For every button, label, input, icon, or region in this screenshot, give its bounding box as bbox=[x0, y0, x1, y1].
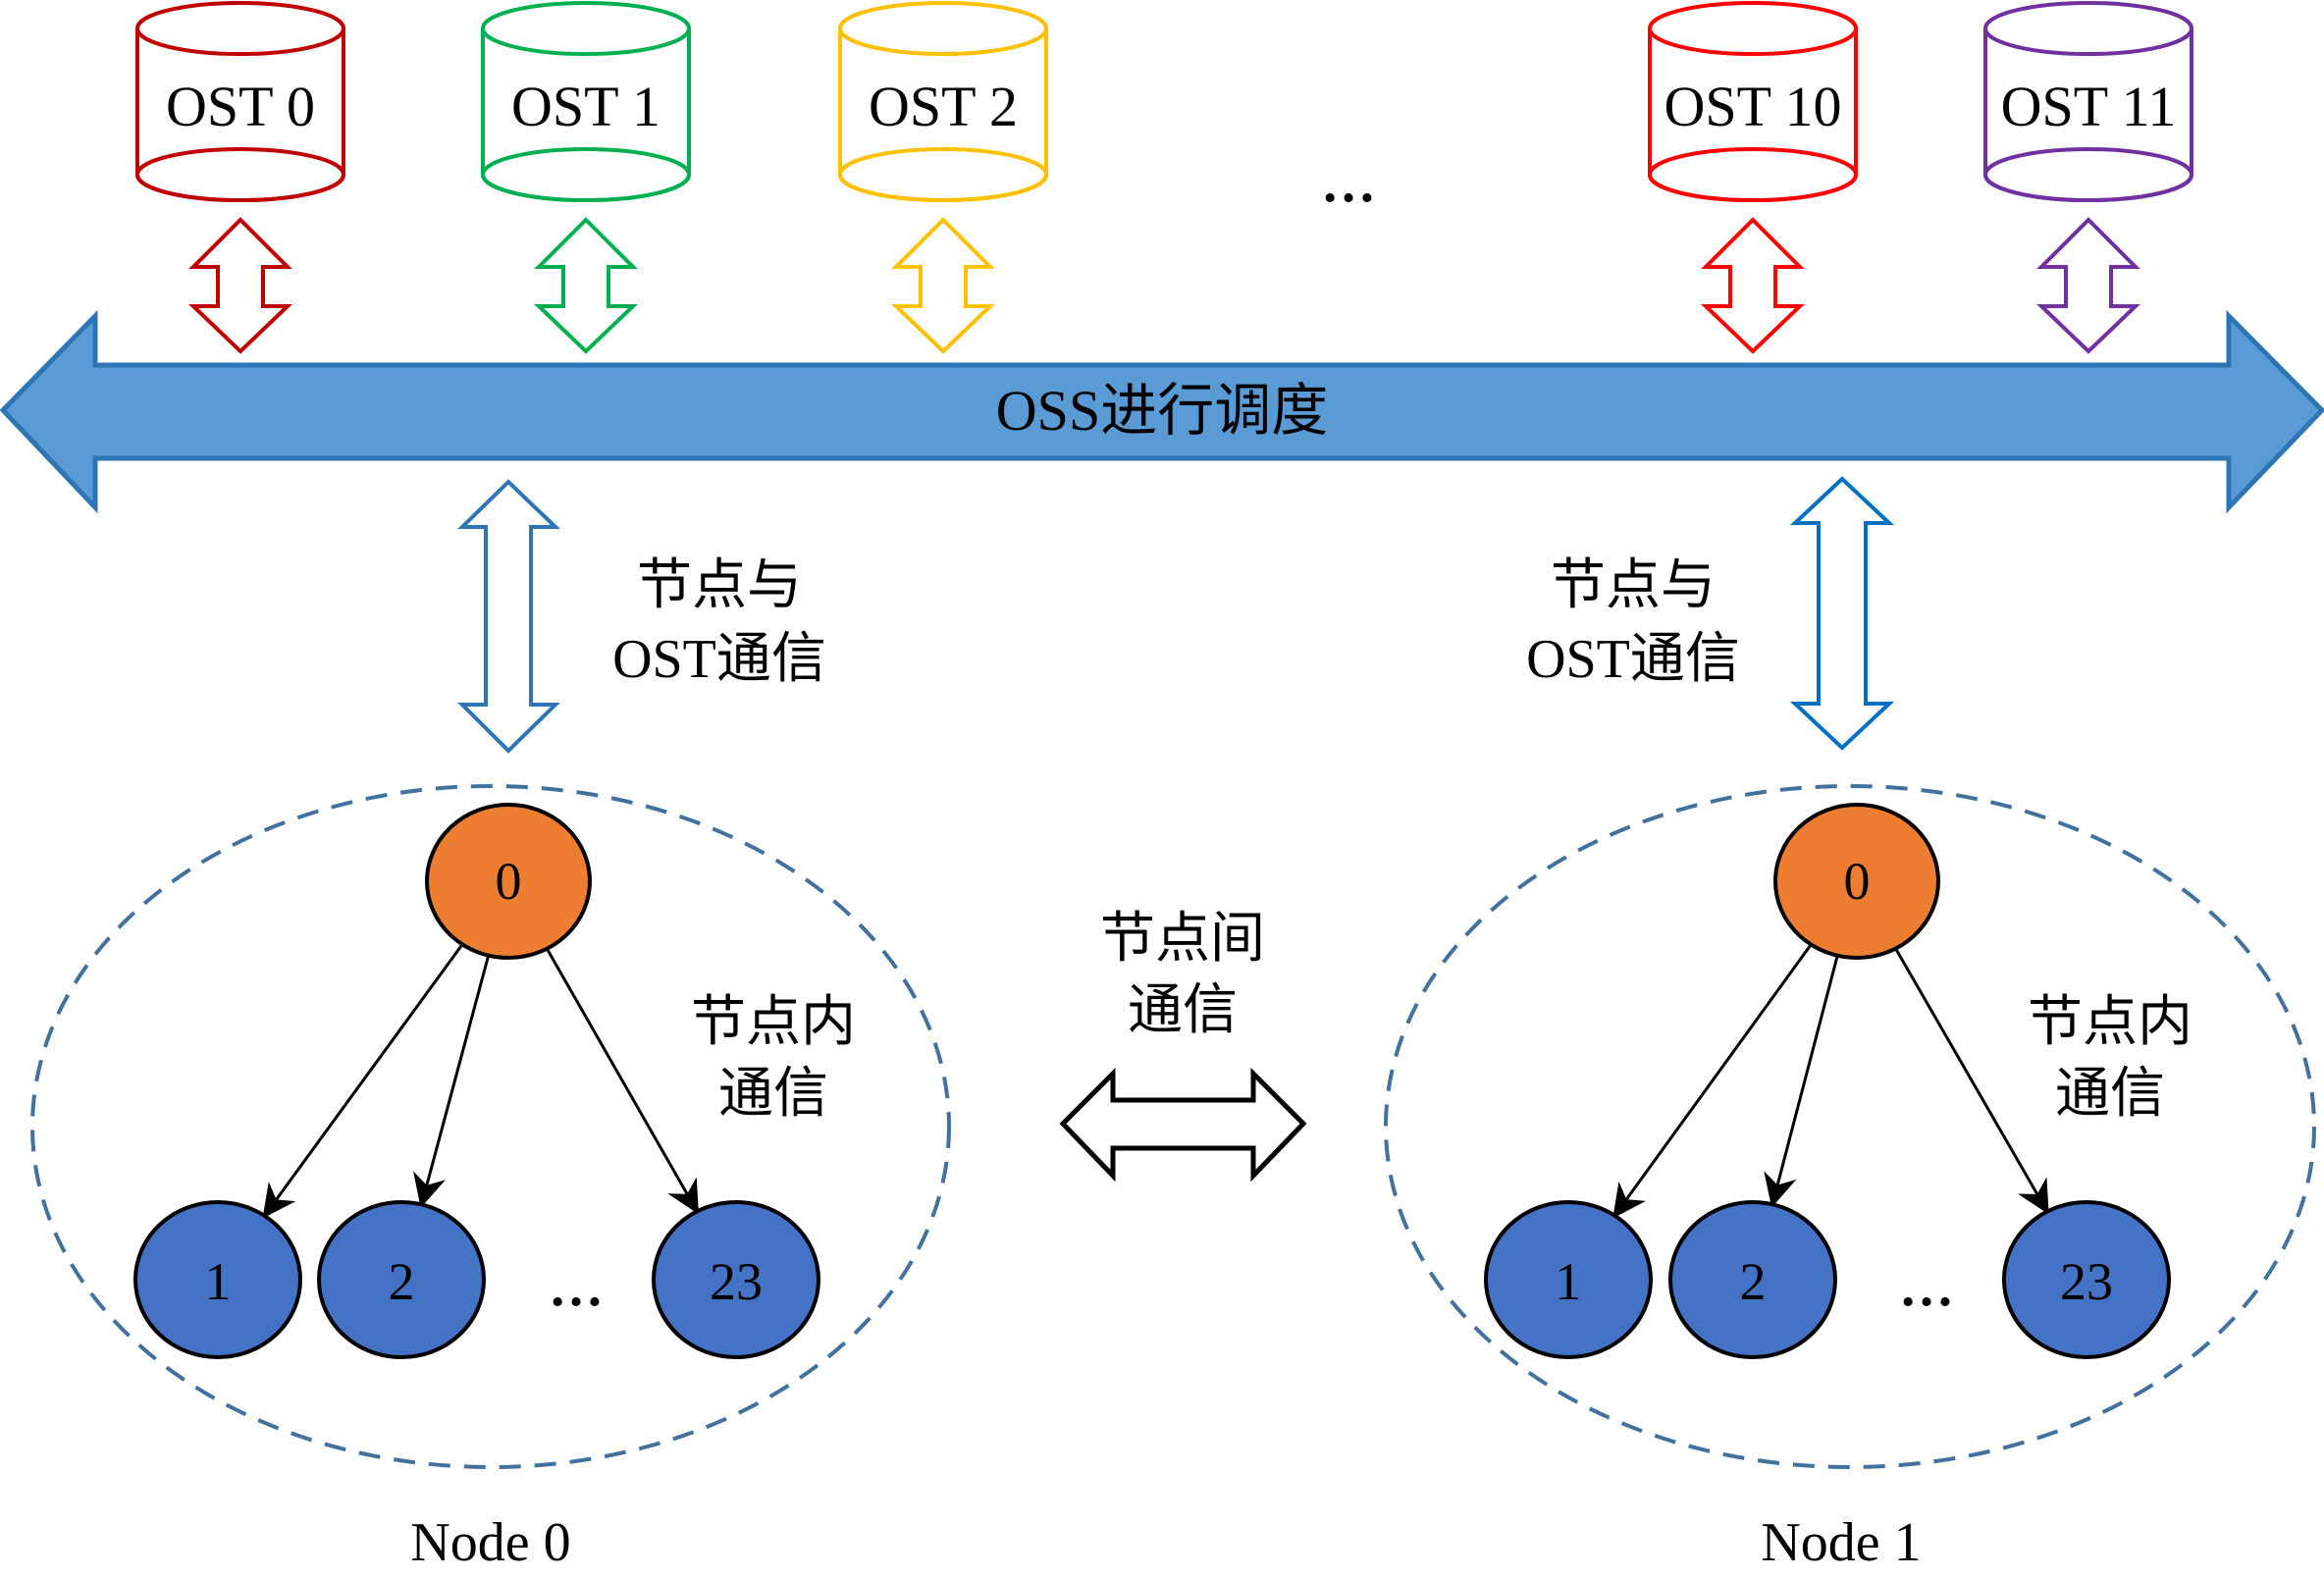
child-process: 1 bbox=[1484, 1200, 1653, 1359]
root-process-label: 0 bbox=[496, 852, 522, 911]
node-boundary bbox=[1384, 784, 2316, 1469]
oss-scheduler-bus: OSS进行调度 bbox=[0, 309, 2324, 514]
child-process-label: 1 bbox=[205, 1252, 232, 1311]
ost-bus-double-arrow bbox=[188, 217, 292, 354]
intra-node-edge bbox=[1764, 955, 1839, 1208]
inter-node-comm: 节点间 通信 bbox=[1059, 909, 1307, 1183]
child-process-label: 23 bbox=[2060, 1252, 2113, 1311]
ost-label: OST 2 bbox=[869, 75, 1018, 138]
node-boundary bbox=[30, 784, 951, 1469]
ost-label: OST 10 bbox=[1664, 75, 1841, 138]
ost-cylinder-icon bbox=[135, 1, 345, 202]
root-process-circle bbox=[1773, 803, 1940, 960]
root-process: 0 bbox=[1773, 803, 1940, 960]
child-process: 2 bbox=[1668, 1200, 1837, 1359]
node0-ost-comm: 节点与 OST通信 bbox=[457, 479, 826, 754]
ost-cylinder-icon bbox=[1983, 1, 2193, 202]
ost-cylinder-icon bbox=[838, 1, 1048, 202]
ost-ellipsis: … bbox=[1321, 153, 1376, 214]
inter-node-comm-line2: 通信 bbox=[1128, 980, 1238, 1041]
child-process: 23 bbox=[2002, 1200, 2171, 1359]
child-process-circle bbox=[1484, 1200, 1653, 1359]
child-process-label: 2 bbox=[389, 1252, 415, 1311]
intra-node-edge bbox=[545, 947, 699, 1215]
intra-node-edge bbox=[1612, 943, 1813, 1219]
ost-label: OST 0 bbox=[166, 75, 315, 138]
node0-ost-double-arrow bbox=[457, 479, 560, 754]
intra-node-comm-line1: 节点内 bbox=[2028, 992, 2192, 1053]
child-process-circle bbox=[2002, 1200, 2171, 1359]
intra-node-comm-line2: 通信 bbox=[718, 1064, 828, 1125]
ost-0: OST 0 bbox=[135, 1, 345, 354]
child-process: 2 bbox=[317, 1200, 486, 1359]
child-ellipsis: … bbox=[1899, 1257, 1954, 1318]
ost-2: OST 2 bbox=[838, 1, 1048, 354]
intra-node-edge bbox=[262, 943, 464, 1219]
ost-bus-double-arrow bbox=[891, 217, 995, 354]
bus-double-arrow bbox=[0, 309, 2324, 514]
child-process: 23 bbox=[652, 1200, 820, 1359]
child-process-circle bbox=[133, 1200, 302, 1359]
node0-ost-comm-line1: 节点与 bbox=[637, 555, 802, 616]
node0-ost-comm-line2: OST通信 bbox=[612, 629, 826, 690]
ost-bus-double-arrow bbox=[2036, 217, 2140, 354]
child-process-circle bbox=[317, 1200, 486, 1359]
intra-node-comm-line1: 节点内 bbox=[691, 992, 856, 1053]
inter-node-comm-line1: 节点间 bbox=[1100, 909, 1265, 970]
ost-label: OST 1 bbox=[511, 75, 660, 138]
intra-node-edge bbox=[1894, 947, 2049, 1215]
bus-label: OSS进行调度 bbox=[996, 379, 1328, 443]
child-process-circle bbox=[652, 1200, 820, 1359]
child-process-label: 2 bbox=[1740, 1252, 1767, 1311]
inter-node-double-arrow bbox=[1059, 1067, 1307, 1183]
node-title: Node 1 bbox=[1761, 1512, 1921, 1573]
ost-label: OST 11 bbox=[2001, 75, 2177, 138]
node1-ost-comm-line2: OST通信 bbox=[1526, 629, 1740, 690]
node1-ost-comm: 节点与 OST通信 bbox=[1526, 476, 1895, 751]
child-ellipsis: … bbox=[549, 1257, 604, 1318]
ost-group: OST 0 OST 1 OST 2 OST 10 OST 11 bbox=[135, 1, 2193, 354]
node1-ost-double-arrow bbox=[1789, 476, 1895, 751]
ost-cylinder-icon bbox=[1648, 1, 1858, 202]
ost-4: OST 11 bbox=[1983, 1, 2193, 354]
root-process-circle bbox=[425, 803, 592, 960]
intra-node-edge bbox=[413, 955, 491, 1208]
ost-bus-double-arrow bbox=[534, 217, 638, 354]
node1-ost-comm-line1: 节点与 bbox=[1551, 555, 1716, 616]
intra-node-comm-line2: 通信 bbox=[2055, 1064, 2165, 1125]
node-title: Node 0 bbox=[410, 1512, 570, 1573]
child-process-label: 23 bbox=[710, 1252, 763, 1311]
root-process: 0 bbox=[425, 803, 592, 960]
child-process-label: 1 bbox=[1556, 1252, 1582, 1311]
root-process-label: 0 bbox=[1844, 852, 1871, 911]
child-process-circle bbox=[1668, 1200, 1837, 1359]
ost-3: OST 10 bbox=[1648, 1, 1858, 354]
child-process: 1 bbox=[133, 1200, 302, 1359]
ost-1: OST 1 bbox=[481, 1, 691, 354]
ost-bus-double-arrow bbox=[1701, 217, 1805, 354]
ost-cylinder-icon bbox=[481, 1, 691, 202]
